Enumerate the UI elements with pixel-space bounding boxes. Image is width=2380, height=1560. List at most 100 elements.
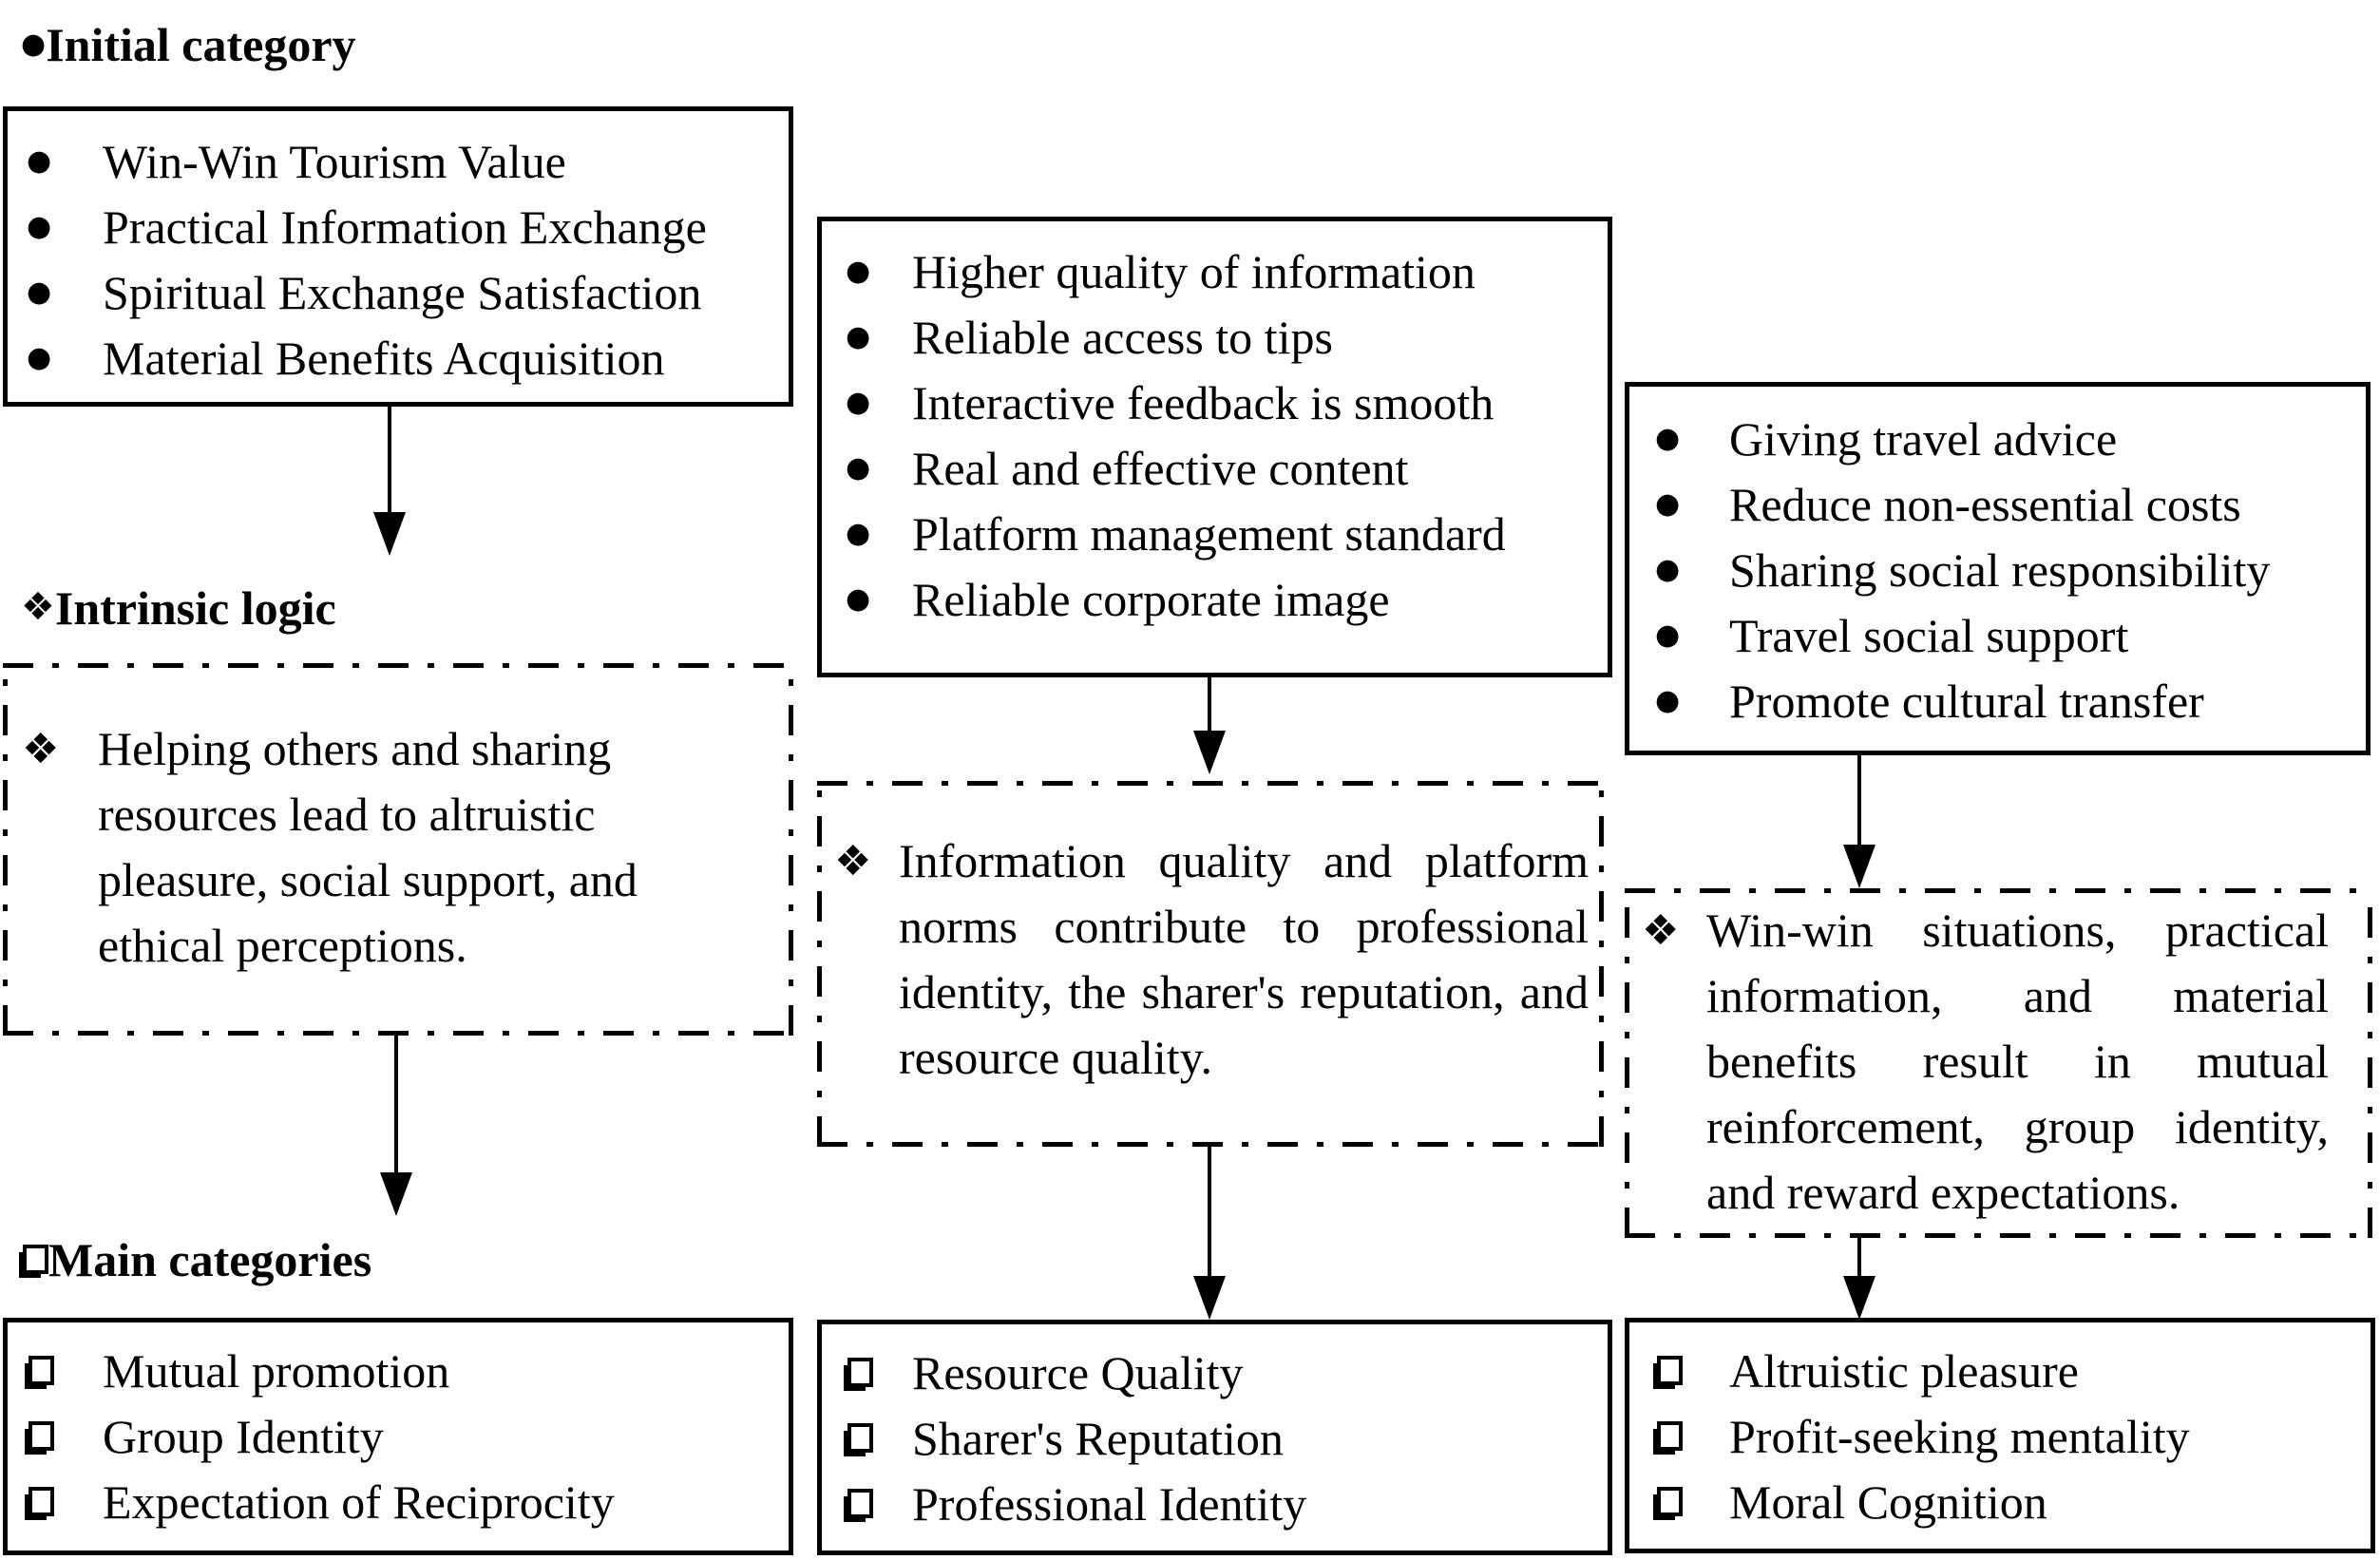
- bullet-glyph: ●: [846, 516, 871, 550]
- checkbox-icon: [27, 1356, 103, 1385]
- arrowhead-icon: [1843, 1276, 1875, 1320]
- list-item: ● Spiritual Exchange Satisfaction: [27, 259, 789, 325]
- bullet-icon: ●: [846, 450, 912, 485]
- dashdot-border-bottom: [1625, 1233, 2372, 1238]
- list-item: Moral Cognition: [1655, 1469, 2370, 1534]
- dashdot-border-top: [3, 663, 793, 668]
- bullet-icon: ●: [846, 385, 912, 419]
- diamond-glyph: ❖: [834, 837, 872, 885]
- list-item: Resource Quality: [846, 1340, 1608, 1405]
- checkbox-icon: [27, 1421, 103, 1451]
- dashdot-border-right: [2368, 888, 2372, 1238]
- intrinsic-logic-heading: ❖ Intrinsic logic: [0, 575, 336, 640]
- bullet-icon: ●: [27, 275, 103, 309]
- list-item-label: Group Identity: [103, 1409, 384, 1463]
- down-arrow: [1193, 677, 1226, 774]
- dashdot-border-top: [1625, 888, 2372, 893]
- list-item-label: Platform management standard: [912, 506, 1506, 561]
- diamond-glyph: ❖: [21, 585, 55, 629]
- down-arrow: [1193, 1147, 1226, 1320]
- list-item: Mutual promotion: [27, 1338, 789, 1403]
- checkbox-icon: [846, 1423, 912, 1453]
- list-item: ● Travel social support: [1655, 602, 2366, 668]
- arrow-stem: [388, 407, 391, 512]
- initial-category-heading: ● Initial category: [0, 11, 356, 77]
- list-item-label: Sharing social responsibility: [1729, 542, 2271, 597]
- middle-initial-box: ● Higher quality of information ● Reliab…: [817, 217, 1612, 677]
- dashdot-border-left: [817, 781, 822, 1147]
- checkbox-icon: [846, 1358, 912, 1387]
- checkbox-icon: [27, 1487, 103, 1516]
- checkbox-glyph: [29, 1487, 54, 1516]
- list-item-label: Spiritual Exchange Satisfaction: [103, 265, 702, 319]
- arrow-stem: [1208, 677, 1211, 731]
- down-arrow: [1843, 755, 1875, 888]
- bullet-icon: ●: [1655, 486, 1729, 521]
- arrowhead-icon: [1193, 731, 1226, 774]
- bullet-glyph: ●: [846, 385, 871, 419]
- list-item-label: Win-Win Tourism Value: [103, 134, 566, 188]
- list-item-label: Real and effective content: [912, 441, 1409, 495]
- list-item: ● Reliable corporate image: [846, 566, 1608, 632]
- bullet-glyph: ●: [27, 340, 52, 374]
- arrowhead-icon: [373, 512, 406, 556]
- list-item-label: Material Benefits Acquisition: [103, 331, 665, 385]
- list-item: Altruistic pleasure: [1655, 1338, 2370, 1403]
- list-item-label: Interactive feedback is smooth: [912, 375, 1495, 429]
- middle-logic-box: ❖ Information quality and platform norms…: [817, 781, 1604, 1147]
- list-item-label: Giving travel advice: [1729, 411, 2118, 466]
- checkbox-glyph: [1657, 1356, 1683, 1385]
- bullet-icon: ●: [846, 581, 912, 616]
- list-item: Expectation of Reciprocity: [27, 1469, 789, 1534]
- list-item: ● Material Benefits Acquisition: [27, 325, 789, 390]
- logic-paragraph: Win-win situations, practical informatio…: [1706, 904, 2329, 1219]
- dashdot-border-right: [1599, 781, 1604, 1147]
- checkbox-glyph: [847, 1423, 873, 1453]
- list-item-label: Reliable corporate image: [912, 572, 1390, 626]
- arrow-stem: [1857, 755, 1861, 845]
- bullet-glyph: ●: [1655, 618, 1681, 652]
- bullet-glyph: ●: [27, 143, 52, 178]
- list-item: ● Interactive feedback is smooth: [846, 370, 1608, 435]
- bullet-icon: ●: [1655, 555, 1729, 584]
- bullet-glyph: ●: [846, 581, 871, 616]
- logic-paragraph-row: ❖ Helping others and sharing resources l…: [22, 716, 793, 979]
- list-item-label: Higher quality of information: [912, 244, 1476, 298]
- list-item: Professional Identity: [846, 1471, 1608, 1536]
- list-item: Sharer's Reputation: [846, 1405, 1608, 1471]
- bullet-glyph: ●: [27, 275, 52, 309]
- down-arrow: [373, 407, 406, 556]
- checkbox-glyph: [847, 1358, 873, 1387]
- bullet-glyph: ●: [1655, 486, 1681, 521]
- logic-paragraph-row: ❖ Win-win situations, practical informat…: [1642, 898, 2372, 1226]
- bullet-glyph: ●: [1655, 683, 1681, 717]
- left-main-box: Mutual promotion Group Identity Expectat…: [3, 1318, 793, 1555]
- list-item-label: Reduce non-essential costs: [1729, 477, 2241, 531]
- checkbox-icon: [1655, 1421, 1729, 1451]
- bullet-glyph: ●: [1655, 421, 1681, 455]
- bullet-icon: ●: [846, 516, 912, 550]
- list-item-label: Altruistic pleasure: [1729, 1343, 2079, 1398]
- dashdot-border-bottom: [817, 1142, 1604, 1147]
- right-initial-box: ● Giving travel advice ● Reduce non-esse…: [1625, 382, 2370, 755]
- checkbox-glyph: [1657, 1487, 1683, 1516]
- checkbox-glyph: [1657, 1421, 1683, 1451]
- list-item: Group Identity: [27, 1403, 789, 1469]
- list-item: ● Promote cultural transfer: [1655, 668, 2366, 733]
- bullet-glyph: ●: [21, 27, 47, 61]
- list-item-label: Profit-seeking mentality: [1729, 1409, 2190, 1463]
- list-item-label: Promote cultural transfer: [1729, 674, 2204, 728]
- bullet-glyph: ●: [846, 450, 871, 485]
- bullet-icon: ●: [27, 340, 103, 374]
- list-item-label: Reliable access to tips: [912, 310, 1333, 364]
- bullet-icon: ●: [846, 322, 912, 352]
- arrow-stem: [1208, 1147, 1211, 1276]
- checkbox-icon: [846, 1489, 912, 1518]
- arrow-stem: [394, 1036, 398, 1172]
- arrowhead-icon: [1843, 845, 1875, 888]
- intrinsic-logic-label: Intrinsic logic: [54, 580, 336, 635]
- down-arrow: [1843, 1238, 1875, 1320]
- checkbox-icon: [21, 1245, 48, 1274]
- diamond-glyph: ❖: [1642, 906, 1680, 955]
- list-item: ● Win-Win Tourism Value: [27, 128, 789, 194]
